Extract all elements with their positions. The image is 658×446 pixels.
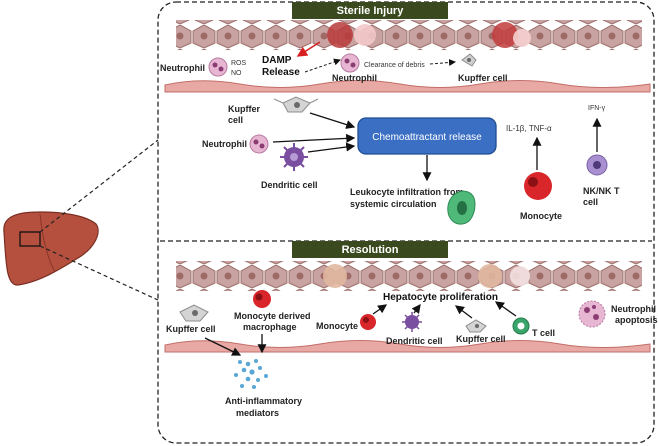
hepatocyte-row-bottom (176, 261, 642, 291)
label-neutro-apop-l1: Neutrophil (611, 304, 656, 314)
regenerating-hepatocytes (323, 264, 530, 288)
chemoattractant-text: Chemoattractant release (372, 132, 482, 143)
label-no: NO (231, 70, 242, 77)
kupffer-res-icon (179, 304, 209, 322)
kupffer-top-icon (461, 53, 477, 67)
label-neutrophil-left: Neutrophil (160, 63, 205, 73)
banner-resolution-text: Resolution (342, 244, 399, 256)
label-nk-l2: cell (583, 197, 598, 207)
label-dendritic: Dendritic cell (261, 180, 318, 190)
arrow-damp-release (296, 41, 321, 57)
arrow-kupffer-anti (204, 337, 242, 356)
label-nk-l1: NK/NK T (583, 186, 620, 196)
label-ifn: IFN-γ (588, 105, 606, 112)
label-leuko-l1: Leukocyte infiltration from (350, 187, 464, 197)
label-hep-prolif: Hepatocyte proliferation (383, 292, 498, 303)
label-neutro-apop-l2: apoptosis (615, 315, 658, 325)
label-release: Release (262, 67, 300, 78)
monocyte-res-icon (360, 314, 376, 330)
banner-sterile-injury (292, 2, 448, 19)
arrow-dendritic-chemo (307, 142, 356, 153)
arrow-dendritic-hep (411, 303, 421, 314)
tcell-icon (512, 317, 530, 335)
label-dendritic-res: Dendritic cell (386, 336, 443, 346)
label-anti-l2: mediators (236, 408, 279, 418)
zoom-line-bottom (39, 245, 159, 301)
zoom-line-top (39, 139, 159, 233)
neutrophil-left-icon (208, 57, 228, 77)
banner-sterile-injury-text: Sterile Injury (337, 5, 405, 17)
label-mdm-l1: Monocyte derived (234, 311, 311, 321)
damaged-hepatocytes-top (327, 22, 531, 48)
label-neutrophil-mid: Neutrophil (332, 73, 377, 83)
arrow-kupffer-chemo (309, 112, 356, 129)
label-kupffer-res: Kupffer cell (166, 324, 216, 334)
label-kupffer-l2: cell (228, 115, 243, 125)
arrow-neutrophil-chemo (272, 133, 356, 143)
arrow-monocyte-hep (372, 304, 388, 315)
label-leuko-l2: systemic circulation (350, 199, 437, 209)
liver-icon (3, 211, 99, 286)
vessel-top (164, 80, 651, 93)
leukocyte-green-icon (447, 190, 476, 225)
label-tcell: T cell (532, 328, 555, 338)
dendritic-icon (280, 143, 308, 171)
kupffer-res2-icon (465, 319, 487, 333)
label-neutrophil-2: Neutrophil (202, 139, 247, 149)
banner-resolution (292, 241, 448, 258)
label-mdm-l2: macrophage (243, 322, 297, 332)
anti-inflammatory-dots-icon (234, 359, 268, 389)
label-il: IL-1β, TNF-α (506, 124, 552, 133)
label-kupffer-top: Kupffer cell (458, 73, 508, 83)
hepatocyte-row-top (176, 20, 642, 50)
label-kupffer-res2: Kupffer cell (456, 334, 506, 344)
arrow-tcell-hep (494, 301, 517, 317)
label-damp: DAMP (262, 55, 292, 66)
label-anti-l1: Anti-inflammatory (225, 396, 302, 406)
neutrophil-apoptosis-icon (578, 300, 606, 328)
outer-frame (157, 1, 655, 444)
label-monocyte: Monocyte (520, 211, 562, 221)
dendritic-res-icon (402, 312, 422, 332)
mdm-icon (253, 290, 271, 308)
arrow-kupffer-hep (454, 305, 473, 319)
label-monocyte-res: Monocyte (316, 321, 358, 331)
arrow-clearance (429, 58, 456, 66)
label-ros: ROS (231, 60, 247, 67)
neutrophil-mid-icon (340, 53, 360, 73)
nk-cell-icon (586, 154, 608, 176)
label-kupffer-l1: Kupffer (228, 104, 260, 114)
neutrophil-2-icon (249, 134, 269, 154)
chemoattractant-box (357, 117, 497, 155)
label-clearance: Clearance of debris (364, 62, 425, 69)
vessel-bottom (164, 340, 651, 353)
arrow-dashed-neutrophil (304, 58, 341, 73)
monocyte-top-icon (524, 172, 552, 200)
zoom-box (19, 231, 41, 247)
kupffer-l-icon (273, 96, 319, 113)
